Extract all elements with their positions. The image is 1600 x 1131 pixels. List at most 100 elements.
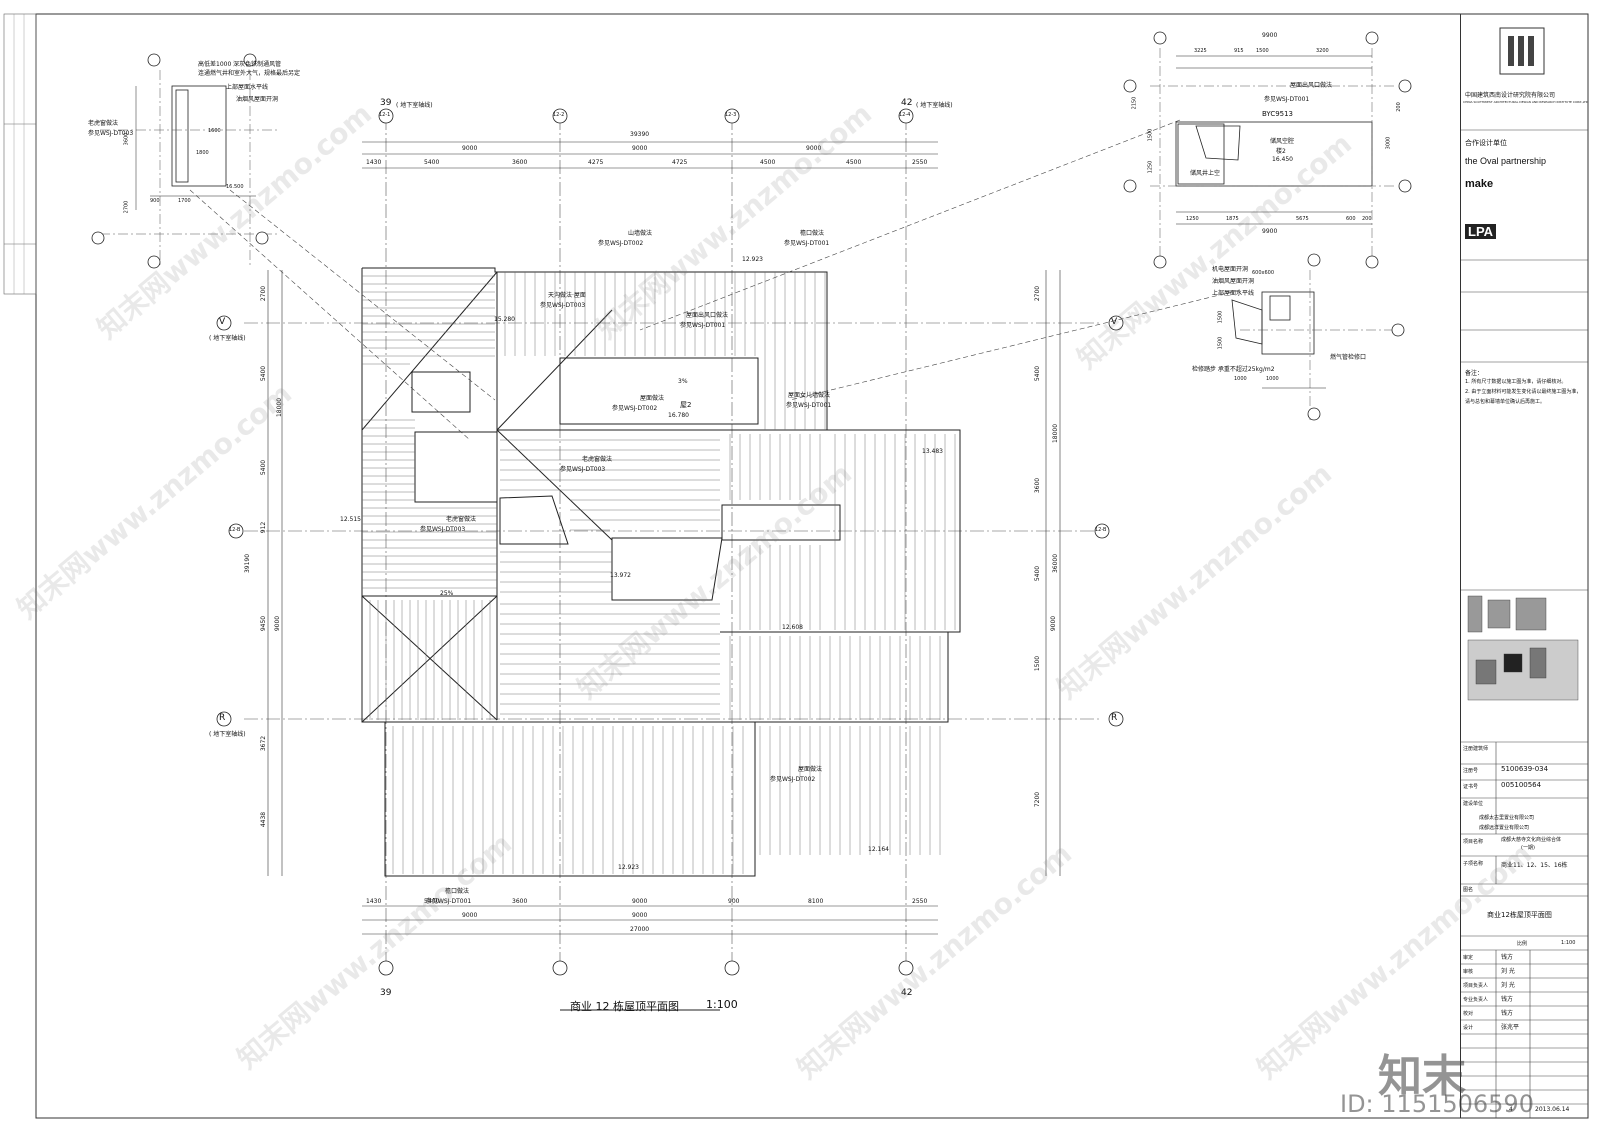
tl-note-1: 高低差1000 深灰色铁制通风管	[198, 61, 282, 68]
cert-label: 证书号	[1463, 784, 1479, 790]
callout-10-label: 檐口做法	[445, 888, 470, 895]
title-block: 中国建筑西南设计研究院有限公司 CHINA SOUTHWEST ARCHITEC…	[1460, 14, 1589, 1118]
bottom-dim-1: 1430	[366, 898, 382, 905]
partner-label: 合作设计单位	[1465, 139, 1507, 147]
left-dim-1: 2700	[260, 285, 268, 302]
rm-label-4: 600x600	[1252, 270, 1275, 276]
grid-12-4: 12-4	[899, 112, 911, 118]
grid-note-39-top: ( 地下室轴线)	[396, 102, 433, 109]
scale-val: 1:100	[1561, 940, 1576, 946]
tr-label-6: 16.450	[1272, 156, 1293, 163]
tr-label-4: 储风空腔	[1270, 138, 1295, 145]
bottom-dim-5: 900	[728, 898, 740, 905]
top-dim-4: 4275	[588, 159, 604, 166]
project-name: 成都大慈寺文化商业综合体	[1501, 837, 1562, 843]
grid-label-r-right: R	[1111, 713, 1118, 723]
right-dim-5: 1500	[1034, 655, 1042, 672]
role-1-name: 钱方	[1501, 954, 1514, 961]
role-4-name: 钱方	[1501, 996, 1514, 1003]
rm-label-5: 燃气管检修口	[1330, 354, 1367, 361]
detail-top-left	[91, 53, 280, 269]
detail-right-mid	[1231, 253, 1405, 421]
sheet-border	[35, 13, 1589, 1119]
roof-seam-hatch	[362, 272, 956, 874]
tr-bdim-1: 1250	[1186, 216, 1199, 222]
left-dim-7: 4438	[260, 811, 268, 828]
key-plan	[1467, 595, 1579, 701]
roof-text-6: 13.483	[922, 448, 943, 455]
bottom-dim-2: 5400	[424, 898, 440, 905]
tr-label-2: 参见WSJ-DT001	[1264, 96, 1310, 103]
left-dim-2: 5400	[260, 365, 268, 382]
client-label: 建设单位	[1463, 801, 1484, 807]
partner-make: make	[1465, 178, 1494, 190]
drawing-scale: 1:100	[706, 998, 738, 1011]
date: 2013.06.14	[1535, 1106, 1570, 1113]
roof-text-5: 12.923	[742, 256, 763, 263]
company-name-cn: 中国建筑西南设计研究院有限公司	[1465, 92, 1556, 99]
tr-sdim-2: 1500	[1147, 128, 1154, 142]
tl-label: 老虎窗做法	[88, 120, 119, 127]
bottom-dim-7: 2550	[912, 898, 928, 905]
roof-text-9: 12.923	[618, 864, 639, 871]
top-dim-3: 3600	[512, 159, 528, 166]
grid-12-b-right: 12-B	[1095, 527, 1107, 533]
note-3: 请与总包和幕墙单位确认后再施工。	[1465, 399, 1546, 405]
tr-dim-2: 915	[1234, 48, 1244, 54]
left-dim-6: 3672	[260, 735, 268, 752]
version: 4	[1509, 1106, 1513, 1113]
left-margin-strip	[3, 13, 37, 295]
rm-dim-2: 1000	[1266, 376, 1279, 382]
callout-9-ref: 参见WSJ-DT002	[770, 776, 816, 783]
note-1: 1. 所有尺寸数据以施工图为准，请仔细核对。	[1465, 379, 1567, 385]
roof-text-1: 屋2	[680, 401, 692, 409]
grid-label-39-bottom: 39	[380, 988, 392, 998]
callout-7-label: 屋面女儿墙做法	[788, 392, 831, 399]
client-2: 成都远洋置业有限公司	[1479, 825, 1530, 831]
bottom-dim-6: 8100	[808, 898, 824, 905]
right-dim-1: 2700	[1034, 285, 1042, 302]
bottom-dim-3: 3600	[512, 898, 528, 905]
role-6-label: 设计	[1463, 1025, 1474, 1031]
top-mid-dim-2: 9000	[632, 145, 648, 152]
callout-6-ref: 参见WSJ-DT003	[560, 466, 606, 473]
tr-dim-total: 9900	[1262, 32, 1278, 39]
left-dim-5: 9450	[260, 615, 268, 632]
role-3-label: 项目负责人	[1463, 983, 1489, 989]
grid-bubbles	[216, 108, 1124, 976]
bottom-dim-4: 9000	[632, 898, 648, 905]
callout-4-ref: 参见WSJ-DT001	[680, 322, 726, 329]
notes-label: 备注：	[1465, 370, 1484, 377]
callout-8-label: 老虎窗做法	[446, 516, 477, 523]
scale-label: 比例	[1517, 941, 1528, 947]
tr-bdim-5: 200	[1362, 216, 1372, 222]
callout-1-label: 山墙做法	[628, 230, 653, 237]
company-name-en: CHINA SOUTHWEST ARCHITECTURAL DESIGN AND…	[1463, 100, 1589, 104]
left-total-2: 9000	[274, 615, 282, 632]
tr-dim-4: 3200	[1316, 48, 1329, 54]
callout-9-label: 屋面做法	[798, 766, 823, 773]
grid-label-42-bottom: 42	[901, 988, 913, 998]
roof-text-10: 12.164	[868, 846, 889, 853]
grid-label-v-right: V	[1111, 317, 1118, 327]
roof-text-7: 12.515	[340, 516, 361, 523]
left-dim-3: 5400	[260, 459, 268, 476]
cert-no: 005100564	[1501, 781, 1542, 789]
grid-label-42-top: 42	[901, 98, 913, 108]
callout-6-label: 老虎窗做法	[582, 456, 613, 463]
right-dim-2: 5400	[1034, 365, 1042, 382]
right-total-2: 36000	[1052, 553, 1060, 574]
project-sub: (一期)	[1521, 845, 1535, 851]
tr-bdim-2: 1875	[1226, 216, 1239, 222]
rm-label-3: 机电屋面开洞	[1212, 266, 1249, 273]
callout-5-label: 屋面做法	[640, 395, 665, 402]
reg-no-label: 注册号	[1463, 768, 1479, 774]
grid-label-r-left: R	[219, 713, 226, 723]
partner-lpa: LPA	[1465, 224, 1497, 239]
tl-dim-2: 1700	[178, 198, 191, 204]
tl-note-4: 油烟风屋面开洞	[236, 96, 279, 103]
tl-dim-6: 2700	[123, 200, 130, 214]
role-6-name: 张兆平	[1501, 1024, 1520, 1031]
tl-dim-1: 900	[150, 198, 160, 204]
